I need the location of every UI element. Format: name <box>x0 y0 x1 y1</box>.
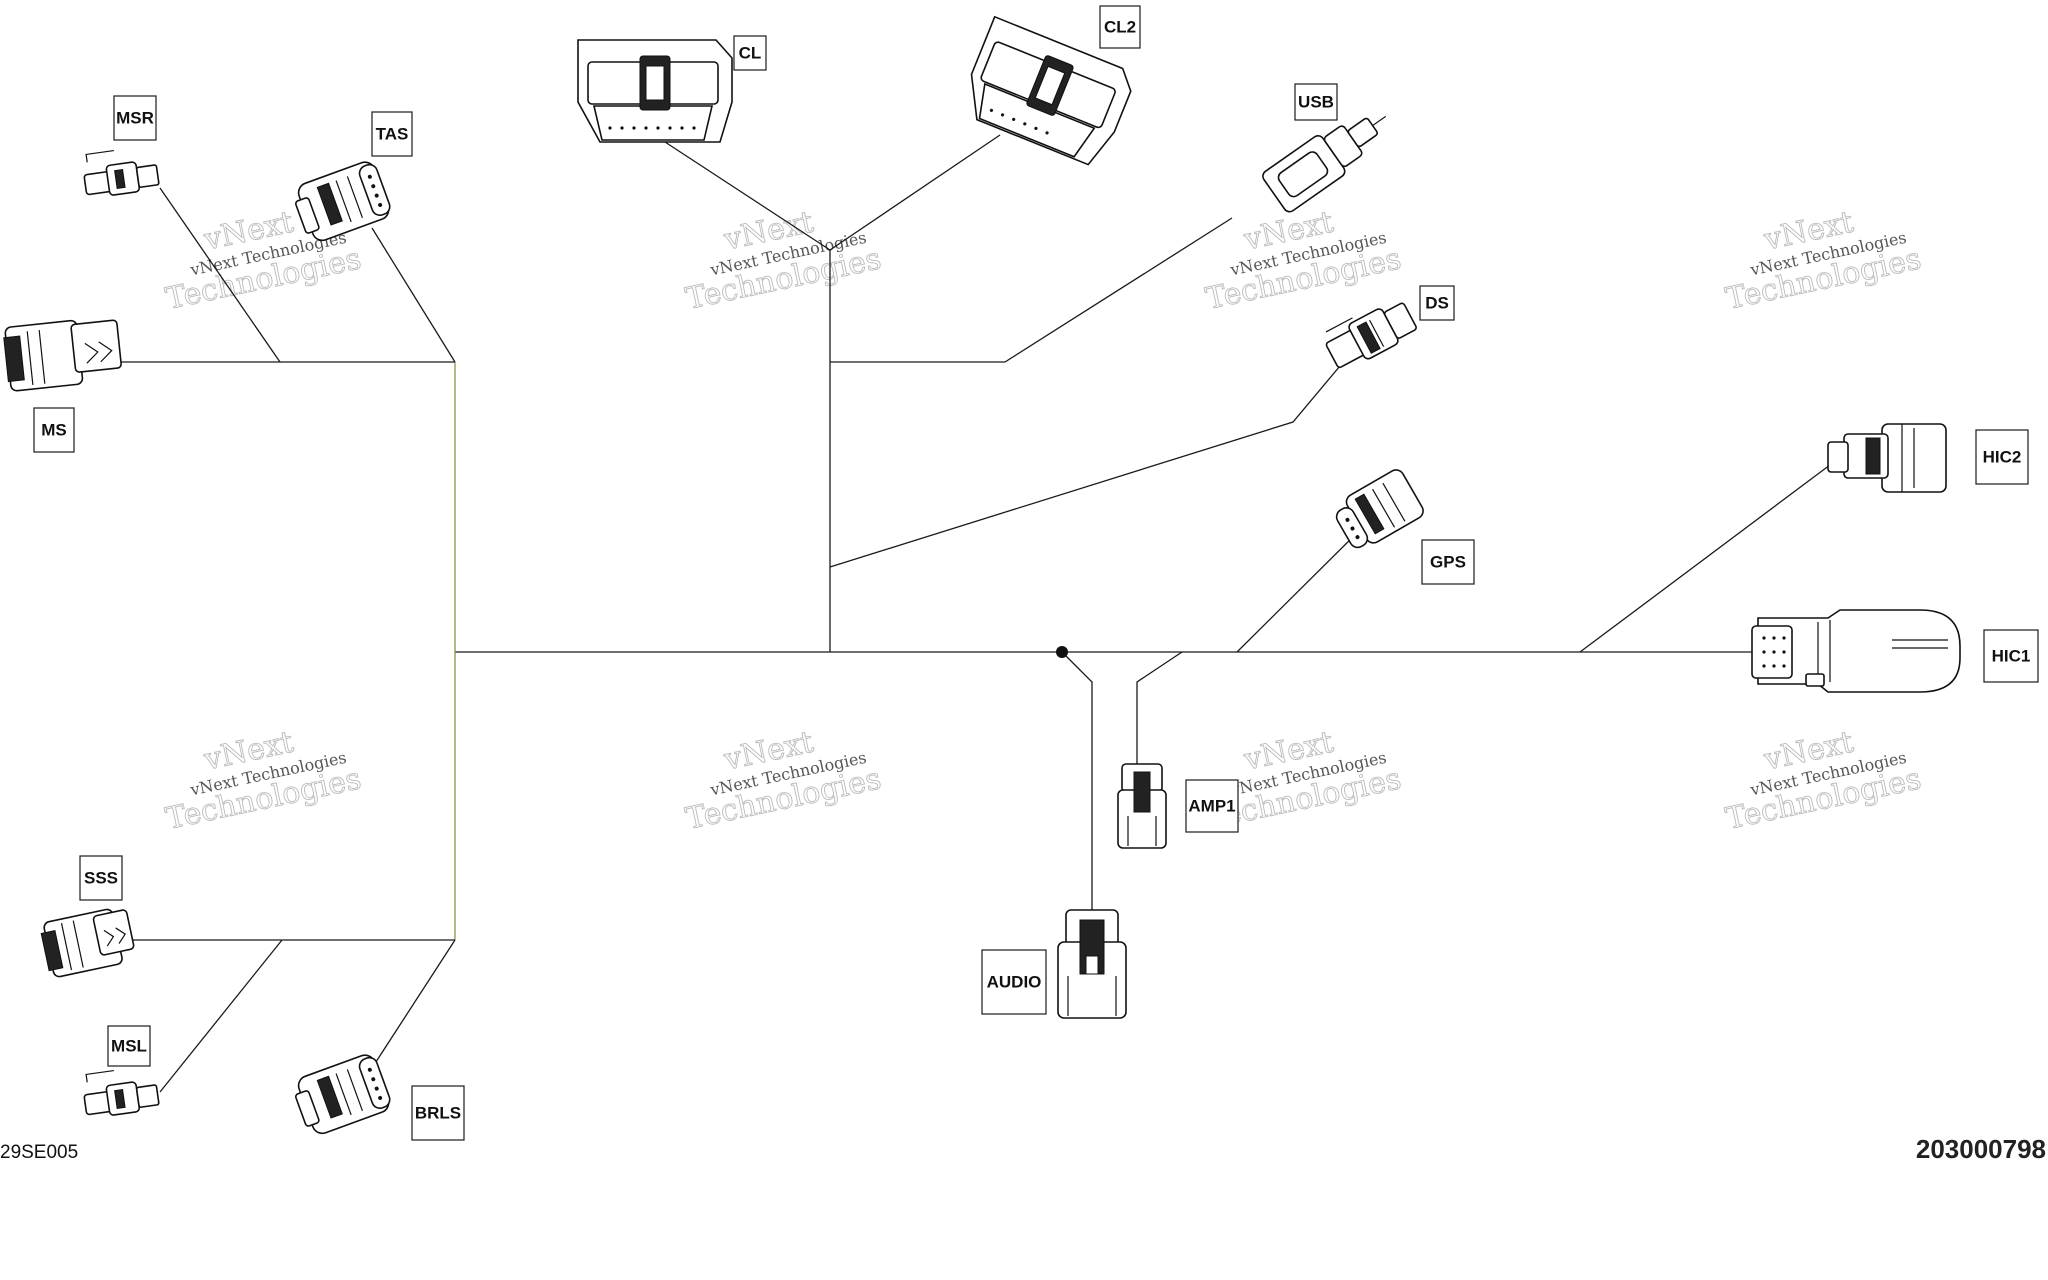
gps-wire <box>1236 519 1371 653</box>
msr-connector-icon <box>83 149 160 196</box>
label-cl2-text: CL2 <box>1104 18 1136 37</box>
hic1-connector-icon <box>1751 609 1961 693</box>
cl2-wire <box>829 134 1001 251</box>
label-cl-text: CL <box>739 44 762 63</box>
label-cl2: CL2 <box>1099 5 1141 49</box>
label-audio-text: AUDIO <box>987 973 1042 992</box>
usb-connector-icon <box>1262 115 1387 213</box>
label-ms-text: MS <box>41 421 67 440</box>
label-msl-text: MSL <box>111 1037 147 1056</box>
label-tas-text: TAS <box>376 125 409 144</box>
label-sss: SSS <box>79 855 123 901</box>
ds-wire <box>829 359 1346 568</box>
cl-wire <box>664 141 831 251</box>
label-amp1-text: AMP1 <box>1188 797 1235 816</box>
label-gps: GPS <box>1421 539 1475 585</box>
wire-group <box>120 134 1851 1093</box>
label-usb-text: USB <box>1298 93 1334 112</box>
audio-connector-icon <box>1057 909 1127 1019</box>
label-ds: DS <box>1419 285 1455 321</box>
hic2-connector-icon <box>1827 423 1947 493</box>
label-msl: MSL <box>107 1025 151 1067</box>
msr-wire <box>159 187 281 363</box>
label-tas: TAS <box>371 111 413 157</box>
label-gps-text: GPS <box>1430 553 1466 572</box>
hic2-wire <box>1579 449 1851 653</box>
splice-dot <box>1056 646 1068 658</box>
watermark-8: vNext vNext Technologies Technologies <box>1722 724 1924 837</box>
gps-connector-icon <box>1335 469 1424 549</box>
cl2-connector-icon <box>970 15 1132 166</box>
sss-connector-icon <box>40 908 135 978</box>
label-hic1: HIC1 <box>1983 629 2039 683</box>
watermark-4: vNext vNext Technologies Technologies <box>1722 204 1924 317</box>
watermark-3: vNext vNext Technologies Technologies <box>1202 204 1404 317</box>
watermark-2: vNext vNext Technologies Technologies <box>682 204 884 317</box>
label-msr-text: MSR <box>116 109 154 128</box>
label-hic2: HIC2 <box>1975 429 2029 485</box>
label-ms: MS <box>33 407 75 453</box>
brls-wire <box>371 939 456 1069</box>
cl-connector-icon <box>577 39 733 143</box>
label-brls-text: BRLS <box>415 1104 461 1123</box>
msl-wire <box>159 939 283 1093</box>
msl-connector-icon <box>83 1069 160 1116</box>
ds-connector-icon <box>1325 302 1417 369</box>
label-cl: CL <box>733 35 767 71</box>
label-usb: USB <box>1294 83 1338 121</box>
label-brls: BRLS <box>411 1085 465 1141</box>
watermark-5: vNext vNext Technologies Technologies <box>162 724 364 837</box>
connector-labels: MSR TAS MS CL CL2 USB DS GPS <box>33 5 2039 1141</box>
ms-connector-icon <box>3 319 122 392</box>
brls-connector-icon <box>294 1054 391 1135</box>
label-amp1: AMP1 <box>1185 779 1239 833</box>
watermark-group: vNext vNext Technologies Technologies vN… <box>162 204 1924 837</box>
amp1-connector-icon <box>1117 763 1167 849</box>
tas-wire <box>371 227 456 363</box>
label-audio: AUDIO <box>981 949 1047 1015</box>
amp1-wire <box>1136 651 1183 765</box>
label-hic1-text: HIC1 <box>1992 647 2031 666</box>
label-msr: MSR <box>113 95 157 141</box>
watermark-6: vNext vNext Technologies Technologies <box>682 724 884 837</box>
label-sss-text: SSS <box>84 869 118 888</box>
label-ds-text: DS <box>1425 294 1449 313</box>
usb-wire <box>830 217 1233 363</box>
audio-wire <box>1061 651 1093 910</box>
label-hic2-text: HIC2 <box>1983 448 2022 467</box>
part-number-right: 203000798 <box>1916 1134 2046 1164</box>
tas-connector-icon <box>294 161 391 242</box>
figure-code-left: 29SE005 <box>0 1142 78 1163</box>
